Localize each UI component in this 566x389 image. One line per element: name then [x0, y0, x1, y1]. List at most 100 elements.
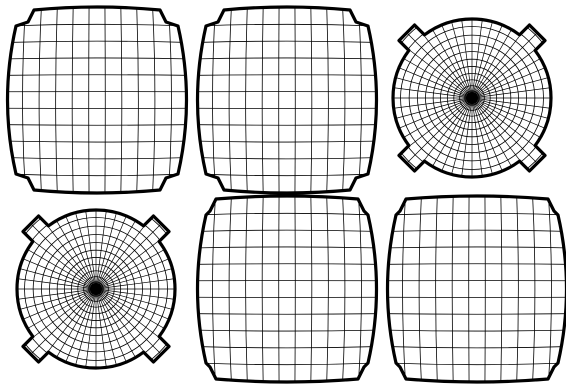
grid-horizontal-line [188, 230, 386, 232]
grid-vertical-line [419, 191, 422, 387]
polar-spoke [472, 12, 522, 98]
grid-horizontal-line [188, 363, 386, 365]
polar-spoke [96, 289, 146, 375]
polar-spoke [472, 98, 522, 184]
grid-vertical-line [229, 191, 232, 387]
grid-vertical-line [56, 2, 58, 198]
polar-spoke [0, 289, 96, 315]
grid-horizontal-line [188, 58, 386, 59]
panel-border [198, 7, 377, 193]
polar-spoke [47, 203, 97, 289]
grid-vertical-line [137, 2, 139, 198]
polar-spoke [446, 98, 472, 194]
grid-horizontal-line [378, 363, 566, 365]
grid-vertical-line [72, 2, 73, 198]
grid-horizontal-line [378, 330, 566, 331]
panel-3 [373, 0, 566, 197]
grid-vertical-line [246, 2, 248, 198]
polar-spoke [96, 289, 122, 385]
grid-vertical-line [262, 2, 263, 198]
polar-spoke [96, 240, 182, 290]
polar-spoke [472, 2, 498, 98]
polar-spoke [376, 98, 472, 124]
grid-horizontal-line [188, 174, 386, 176]
grid-vertical-line [436, 191, 438, 387]
polar-spoke [402, 28, 472, 98]
grid-horizontal-line [188, 75, 386, 76]
polar-spoke [26, 289, 96, 359]
grid-vertical-line [403, 191, 406, 387]
polar-spoke [472, 49, 558, 99]
polar-spoke [96, 289, 192, 315]
grid-horizontal-line [0, 41, 196, 43]
grid-vertical-line [121, 2, 122, 198]
polar-spoke [472, 28, 542, 98]
grid-vertical-line [501, 191, 502, 387]
grid-horizontal-line [0, 58, 196, 59]
polar-spoke [96, 289, 182, 339]
polar-spoke [376, 72, 472, 98]
polar-spoke [386, 98, 472, 148]
grid-horizontal-line [0, 24, 196, 26]
grid-vertical-line [311, 2, 312, 198]
grid-vertical-line [23, 2, 26, 198]
grid-vertical-line [39, 2, 42, 198]
grid-horizontal-line [378, 346, 566, 348]
grid-vertical-line [327, 191, 329, 387]
grid-horizontal-line [188, 157, 386, 159]
grid-horizontal-line [188, 264, 386, 265]
polar-grid [0, 190, 195, 388]
grid-vertical-line [517, 191, 519, 387]
grid-horizontal-line [188, 330, 386, 331]
polar-spoke [47, 289, 97, 375]
grid-horizontal-line [0, 141, 196, 142]
polar-spoke [386, 49, 472, 99]
polar-spoke [26, 219, 96, 289]
grid-horizontal-line [0, 174, 196, 176]
grid-horizontal-line [188, 314, 386, 315]
grid-vertical-line [229, 2, 232, 198]
grid-horizontal-line [188, 213, 386, 215]
grid-horizontal-line [188, 346, 386, 348]
grid-horizontal-line [188, 125, 386, 126]
grid-horizontal-line [188, 247, 386, 248]
polar-center [466, 92, 478, 104]
polar-grid [373, 0, 566, 197]
grid-lines [378, 191, 566, 387]
grid-vertical-line [342, 191, 345, 387]
grid-vertical-line [213, 191, 216, 387]
grid-horizontal-line [0, 157, 196, 159]
grid-horizontal-line [188, 24, 386, 26]
grid-horizontal-line [378, 213, 566, 215]
grid-vertical-line [246, 191, 248, 387]
polar-spoke [402, 98, 472, 168]
grid-horizontal-line [188, 41, 386, 43]
polar-spoke [96, 193, 122, 289]
panel-border [388, 196, 566, 382]
grid-horizontal-line [0, 75, 196, 76]
grid-horizontal-line [378, 247, 566, 248]
panel-2 [188, 2, 386, 198]
polar-spoke [423, 12, 473, 98]
polar-spoke [446, 2, 472, 98]
grid-vertical-line [342, 2, 345, 198]
polar-spoke [423, 98, 473, 184]
grid-vertical-line [262, 191, 263, 387]
grid-vertical-line [532, 191, 535, 387]
polar-spoke [96, 263, 192, 289]
polar-spoke [472, 98, 542, 168]
grid-vertical-line [311, 191, 312, 387]
grid-vertical-line [358, 2, 361, 198]
polar-spoke [472, 98, 498, 194]
grid-lines [0, 2, 196, 198]
polar-spoke [10, 240, 96, 290]
panel-1 [0, 2, 196, 198]
polar-spoke [96, 219, 166, 289]
panel-4 [0, 190, 195, 388]
grid-horizontal-line [188, 141, 386, 142]
grid-lines [188, 2, 386, 198]
polar-spoke [96, 203, 146, 289]
polar-spoke [472, 98, 558, 148]
panel-border [198, 196, 377, 382]
